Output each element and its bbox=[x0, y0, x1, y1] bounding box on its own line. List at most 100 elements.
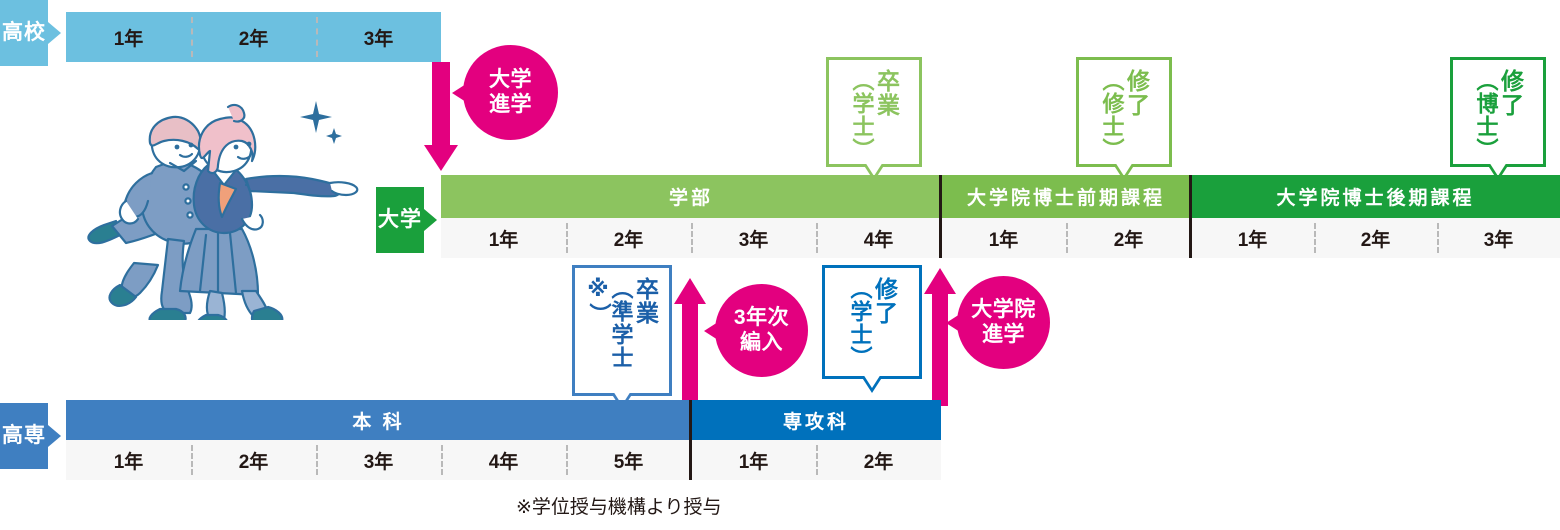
badge-third-year-transfer: 3年次 編入 bbox=[704, 284, 808, 377]
university-master-year-1: 1年 bbox=[941, 218, 1066, 258]
arrow-transfer-to-university-shaft bbox=[682, 302, 698, 406]
kosen-advanced-year-2-label: 2年 bbox=[863, 451, 894, 473]
university-divider-3 bbox=[816, 223, 818, 253]
callout-bachelor-graduation-sub: （学士） bbox=[849, 69, 875, 161]
kosen-advanced-year-1: 1年 bbox=[691, 440, 816, 480]
kosen-divider-2 bbox=[316, 445, 318, 475]
callout-tail-inner-icon bbox=[863, 374, 881, 388]
badge-gradschool-entry: 大学院 進学 bbox=[946, 276, 1050, 369]
row-label-kosen: 高専 bbox=[0, 403, 61, 469]
callout-tail-inner-icon bbox=[865, 162, 883, 176]
university-band-doctor-label: 大学院博士後期課程 bbox=[1276, 188, 1475, 209]
university-doctor-year-1-label: 1年 bbox=[1237, 229, 1268, 251]
university-undergrad-year-2: 2年 bbox=[566, 218, 691, 258]
university-doctor-year-2-label: 2年 bbox=[1360, 229, 1391, 251]
pointer-triangle-icon bbox=[424, 209, 437, 231]
callout-master-completion: 修了 （修士） bbox=[1076, 57, 1172, 181]
highschool-year-2: 2年 bbox=[191, 12, 316, 62]
badge-university-entry: 大学 進学 bbox=[452, 45, 558, 140]
kosen-regular-year-5: 5年 bbox=[566, 440, 691, 480]
kosen-regular-year-4: 4年 bbox=[441, 440, 566, 480]
university-doctor-year-2: 2年 bbox=[1314, 218, 1437, 258]
badge-third-year-transfer-line2: 編入 bbox=[740, 330, 783, 354]
row-label-university-text: 大学 bbox=[378, 207, 422, 231]
university-undergrad-year-4: 4年 bbox=[816, 218, 941, 258]
highschool-divider-2 bbox=[316, 17, 318, 57]
arrow-highschool-to-university-head bbox=[424, 145, 458, 171]
arrow-transfer-to-university-head bbox=[674, 278, 706, 304]
callout-bachelor-graduation: 卒業 （学士） bbox=[826, 57, 922, 181]
kosen-regular-year-4-label: 4年 bbox=[488, 451, 519, 473]
badge-gradschool-entry-line2: 進学 bbox=[982, 322, 1025, 346]
callout-kosen-bachelor-sub: （学士） bbox=[847, 277, 873, 369]
university-band-master: 大学院博士前期課程 bbox=[941, 175, 1191, 218]
row-label-university: 大学 bbox=[376, 187, 437, 253]
badge-nub-icon bbox=[946, 313, 960, 332]
university-undergrad-year-3-label: 3年 bbox=[738, 229, 769, 251]
badge-gradschool-entry-line1: 大学院 bbox=[971, 298, 1036, 322]
kosen-band-regular-label: 本 科 bbox=[352, 411, 405, 433]
university-band-undergraduate-label: 学部 bbox=[668, 188, 713, 209]
kosen-divider-4 bbox=[566, 445, 568, 475]
pointer-triangle-icon bbox=[48, 425, 61, 447]
university-undergrad-year-1: 1年 bbox=[441, 218, 566, 258]
kosen-regular-year-3-label: 3年 bbox=[363, 451, 394, 473]
row-label-highschool: 高校 bbox=[0, 0, 61, 66]
kosen-regular-year-1: 1年 bbox=[66, 440, 191, 480]
university-divider-5 bbox=[1314, 223, 1316, 253]
callout-tail-inner-icon bbox=[1115, 162, 1133, 176]
university-band-doctor: 大学院博士後期課程 bbox=[1191, 175, 1560, 218]
callout-master-completion-main: 修了 bbox=[1123, 69, 1150, 117]
badge-university-entry-line2: 進学 bbox=[489, 92, 532, 116]
kosen-advanced-year-2: 2年 bbox=[816, 440, 941, 480]
university-doctor-year-1: 1年 bbox=[1191, 218, 1314, 258]
university-band-undergraduate: 学部 bbox=[441, 175, 941, 218]
university-band-master-label: 大学院博士前期課程 bbox=[966, 188, 1165, 209]
highschool-year-1: 1年 bbox=[66, 12, 191, 62]
university-divider-4 bbox=[1066, 223, 1068, 253]
badge-nub-icon bbox=[704, 321, 718, 340]
kosen-divider-5 bbox=[816, 445, 818, 475]
kosen-regular-year-2: 2年 bbox=[191, 440, 316, 480]
callout-doctor-completion: 修了 （博士） bbox=[1450, 57, 1546, 181]
callout-bachelor-graduation-main: 卒業 bbox=[873, 69, 900, 117]
row-label-kosen-text: 高専 bbox=[2, 423, 46, 447]
university-doctor-year-3-label: 3年 bbox=[1483, 229, 1514, 251]
kosen-divider-3 bbox=[441, 445, 443, 475]
callout-doctor-completion-main: 修了 bbox=[1497, 69, 1524, 117]
kosen-regular-year-5-label: 5年 bbox=[613, 451, 644, 473]
two-running-students-illustration bbox=[60, 95, 360, 329]
arrow-kosen-to-gradschool-head bbox=[924, 268, 956, 294]
kosen-regular-year-2-label: 2年 bbox=[238, 451, 269, 473]
row-label-highschool-text: 高校 bbox=[2, 20, 46, 44]
kosen-regular-year-1-label: 1年 bbox=[113, 451, 144, 473]
university-undergrad-year-1-label: 1年 bbox=[488, 229, 519, 251]
university-undergrad-year-3: 3年 bbox=[691, 218, 816, 258]
university-master-year-1-label: 1年 bbox=[988, 229, 1019, 251]
kosen-divider-1 bbox=[191, 445, 193, 475]
footnote: ※学位授与機構より授与 bbox=[516, 497, 722, 518]
callout-associate-graduation: 卒業 （準学士※） bbox=[572, 265, 672, 410]
callout-associate-graduation-sub: （準学士※） bbox=[586, 277, 634, 369]
highschool-divider-1 bbox=[191, 17, 193, 57]
callout-tail-inner-icon bbox=[1489, 162, 1507, 176]
university-divider-1 bbox=[566, 223, 568, 253]
university-master-year-2-label: 2年 bbox=[1113, 229, 1144, 251]
university-divider-6 bbox=[1437, 223, 1439, 253]
highschool-year-2-label: 2年 bbox=[238, 28, 269, 50]
callout-doctor-completion-sub: （博士） bbox=[1473, 69, 1499, 161]
university-master-year-2: 2年 bbox=[1066, 218, 1191, 258]
arrow-kosen-to-gradschool-shaft bbox=[932, 292, 948, 406]
university-doctor-year-3: 3年 bbox=[1437, 218, 1560, 258]
callout-associate-graduation-main: 卒業 bbox=[632, 277, 659, 325]
callout-master-completion-sub: （修士） bbox=[1099, 69, 1125, 161]
kosen-band-advanced-label: 専攻科 bbox=[782, 411, 849, 433]
kosen-advanced-year-1-label: 1年 bbox=[738, 451, 769, 473]
kosen-regular-year-3: 3年 bbox=[316, 440, 441, 480]
highschool-year-1-label: 1年 bbox=[113, 28, 144, 50]
highschool-bar bbox=[66, 12, 441, 62]
university-stage-divider-undergrad-master bbox=[939, 175, 942, 258]
university-undergrad-year-4-label: 4年 bbox=[863, 229, 894, 251]
university-stage-divider-master-doctor bbox=[1189, 175, 1192, 258]
arrow-highschool-to-university-shaft bbox=[432, 62, 450, 147]
